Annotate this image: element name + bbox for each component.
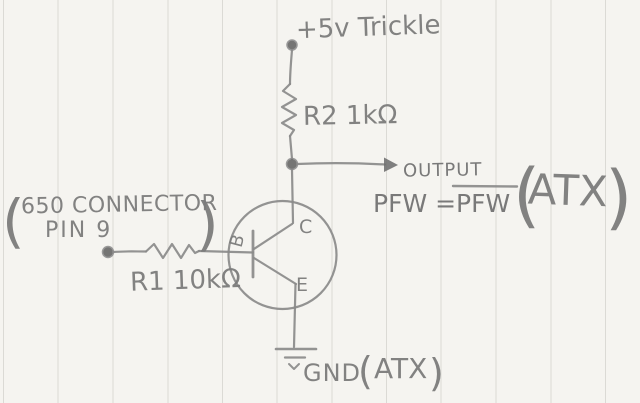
gnd-paren-open: ( xyxy=(358,349,373,393)
output-label: OUTPUT xyxy=(403,159,483,181)
junction-dot xyxy=(285,157,299,171)
output-wire xyxy=(295,161,387,166)
gnd-label: GND xyxy=(303,359,361,387)
pfw-equation-lhs: PFW = xyxy=(373,189,456,218)
collector-supply-wire xyxy=(288,48,294,86)
ruled-lines xyxy=(3,0,606,403)
r2-label: R2 1kΩ xyxy=(303,100,398,132)
ground-chevron xyxy=(288,363,300,370)
input-terminal-dot xyxy=(101,245,115,259)
output-arrow-icon xyxy=(384,157,398,172)
pfw-equation-rhs: PFW xyxy=(456,189,510,218)
atx-paren-close: ) xyxy=(605,156,632,238)
base-wire-right xyxy=(197,249,255,254)
emitter-wire xyxy=(292,282,297,349)
resistor-r2-symbol xyxy=(280,82,298,138)
r2-to-junction-wire xyxy=(288,134,294,161)
gnd-atx-note: ATX xyxy=(374,352,427,385)
transistor-collector-segment xyxy=(252,222,294,251)
atx-paren-open: ( xyxy=(513,154,540,236)
connector-paren-open: ( xyxy=(2,187,25,255)
transistor-emitter-label: E xyxy=(296,274,308,296)
power-label: +5v Trickle xyxy=(295,10,440,45)
base-wire-left xyxy=(111,250,148,254)
collector-wire xyxy=(290,168,295,225)
transistor-collector-label: C xyxy=(299,216,312,238)
gnd-paren-close: ) xyxy=(429,351,444,395)
r1-label: R1 10kΩ xyxy=(130,264,242,298)
transistor-circle xyxy=(227,199,338,311)
circuit-strokes xyxy=(101,39,519,370)
pfw-overline xyxy=(451,184,519,188)
transistor-base-label: B xyxy=(226,232,249,249)
connector-paren-close: ) xyxy=(196,190,219,258)
atx-note: ATX xyxy=(527,165,609,217)
connector-label-line2: PIN 9 xyxy=(45,218,112,243)
transistor-emitter-segment xyxy=(252,256,298,286)
connector-label-line1: 650 CONNECTOR xyxy=(21,191,218,219)
handwritten-labels: +5v Trickle R2 1kΩ OUTPUT PFW = PFW ( AT… xyxy=(2,10,632,395)
resistor-r1-symbol xyxy=(144,242,201,260)
